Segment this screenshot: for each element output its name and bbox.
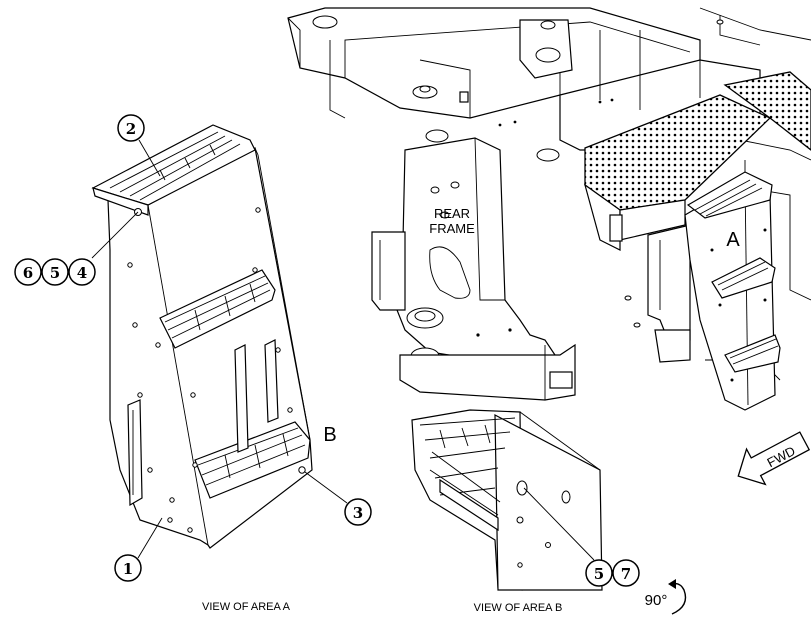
view-a-caption: VIEW OF AREA A: [202, 601, 291, 613]
callout-6: 6: [14, 258, 42, 286]
rear-frame-label: REAR: [434, 206, 470, 221]
leader-lines: [91, 139, 595, 561]
rotation-label: 90°: [645, 592, 668, 609]
callout-2: 2: [117, 114, 145, 142]
svg-text:6: 6: [23, 264, 33, 282]
walkway-platform: [583, 71, 811, 251]
area-b-label: B: [323, 424, 336, 446]
callout-7: 7: [612, 559, 640, 587]
svg-text:5: 5: [50, 264, 60, 282]
svg-text:2: 2: [126, 120, 136, 138]
fwd-label: FWD: [765, 443, 798, 470]
svg-text:1: 1: [123, 560, 133, 578]
bolt-detail-view: [411, 409, 603, 591]
svg-text:4: 4: [77, 264, 87, 282]
area-a-label: A: [726, 229, 740, 251]
callout-1: 1: [114, 554, 142, 582]
rotation-arrow-icon: [668, 579, 687, 615]
callout-5-area-b: 5: [585, 559, 613, 587]
svg-text:7: 7: [621, 565, 631, 583]
callout-5-area-a: 5: [41, 258, 69, 286]
callout-3: 3: [344, 498, 372, 526]
svg-text:5: 5: [594, 565, 604, 583]
step-ladder-detail: [91, 124, 313, 549]
rear-frame-assembly: [287, 7, 811, 401]
forward-arrow-icon: FWD: [737, 431, 811, 486]
installed-step-ladder: [684, 171, 781, 411]
callout-4: 4: [68, 258, 96, 286]
rear-frame-label-line2: FRAME: [429, 221, 475, 236]
view-b-caption: VIEW OF AREA B: [474, 602, 563, 614]
svg-text:3: 3: [353, 504, 363, 522]
